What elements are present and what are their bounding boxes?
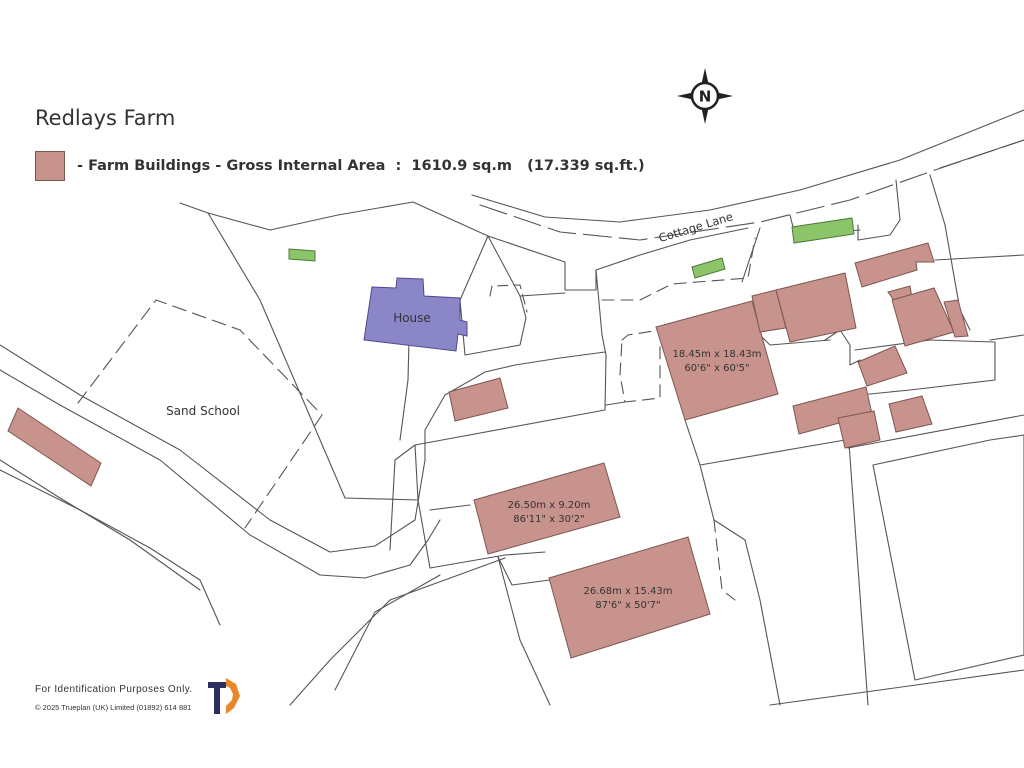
shed-2 bbox=[691, 257, 726, 279]
building-a bbox=[655, 300, 779, 421]
shed-3 bbox=[791, 217, 855, 244]
building-ne-4 bbox=[943, 299, 969, 338]
building-b bbox=[473, 462, 621, 555]
building-c-imperial: 87'6" x 50'7" bbox=[595, 600, 660, 611]
house-shape bbox=[363, 277, 468, 352]
cottage-lane-label: Cottage Lane bbox=[657, 209, 735, 245]
sand-school-outline bbox=[77, 299, 323, 529]
cottage-lane-edge-north bbox=[471, 109, 1024, 223]
compass-north-letter: N bbox=[699, 88, 712, 106]
building-a-annex-2 bbox=[775, 272, 857, 343]
building-b-imperial: 86'11" x 30'2" bbox=[513, 514, 585, 525]
shed-1 bbox=[288, 248, 316, 262]
building-mid-4 bbox=[888, 395, 933, 433]
identification-note: For Identification Purposes Only. bbox=[35, 684, 193, 695]
house-label: House bbox=[393, 311, 431, 325]
north-compass-icon: N bbox=[677, 68, 733, 124]
legend: - Farm Buildings - Gross Internal Area :… bbox=[35, 150, 645, 182]
building-b-metric: 26.50m x 9.20m bbox=[508, 500, 591, 511]
building-ne-1 bbox=[854, 242, 935, 288]
building-c bbox=[548, 536, 711, 659]
building-a-imperial: 60'6" x 60'5" bbox=[684, 363, 749, 374]
building-mid-3 bbox=[837, 410, 881, 449]
building-c-metric: 26.68m x 15.43m bbox=[583, 586, 672, 597]
trueplan-logo-icon bbox=[208, 678, 240, 714]
sand-school-label: Sand School bbox=[166, 404, 240, 418]
page-title: Redlays Farm bbox=[35, 106, 176, 130]
copyright-text: © 2025 Trueplan (UK) Limited (01892) 614… bbox=[35, 703, 192, 712]
legend-swatch bbox=[35, 151, 65, 181]
farm-buildings bbox=[7, 242, 969, 659]
green-sheds bbox=[288, 217, 855, 279]
cottage-lane-edge-south bbox=[479, 139, 1024, 241]
building-mid-1 bbox=[857, 345, 908, 387]
building-left-strip bbox=[7, 407, 102, 487]
building-a-metric: 18.45m x 18.43m bbox=[672, 349, 761, 360]
legend-label: - Farm Buildings - Gross Internal Area :… bbox=[77, 158, 645, 174]
building-small-yard bbox=[448, 377, 509, 422]
